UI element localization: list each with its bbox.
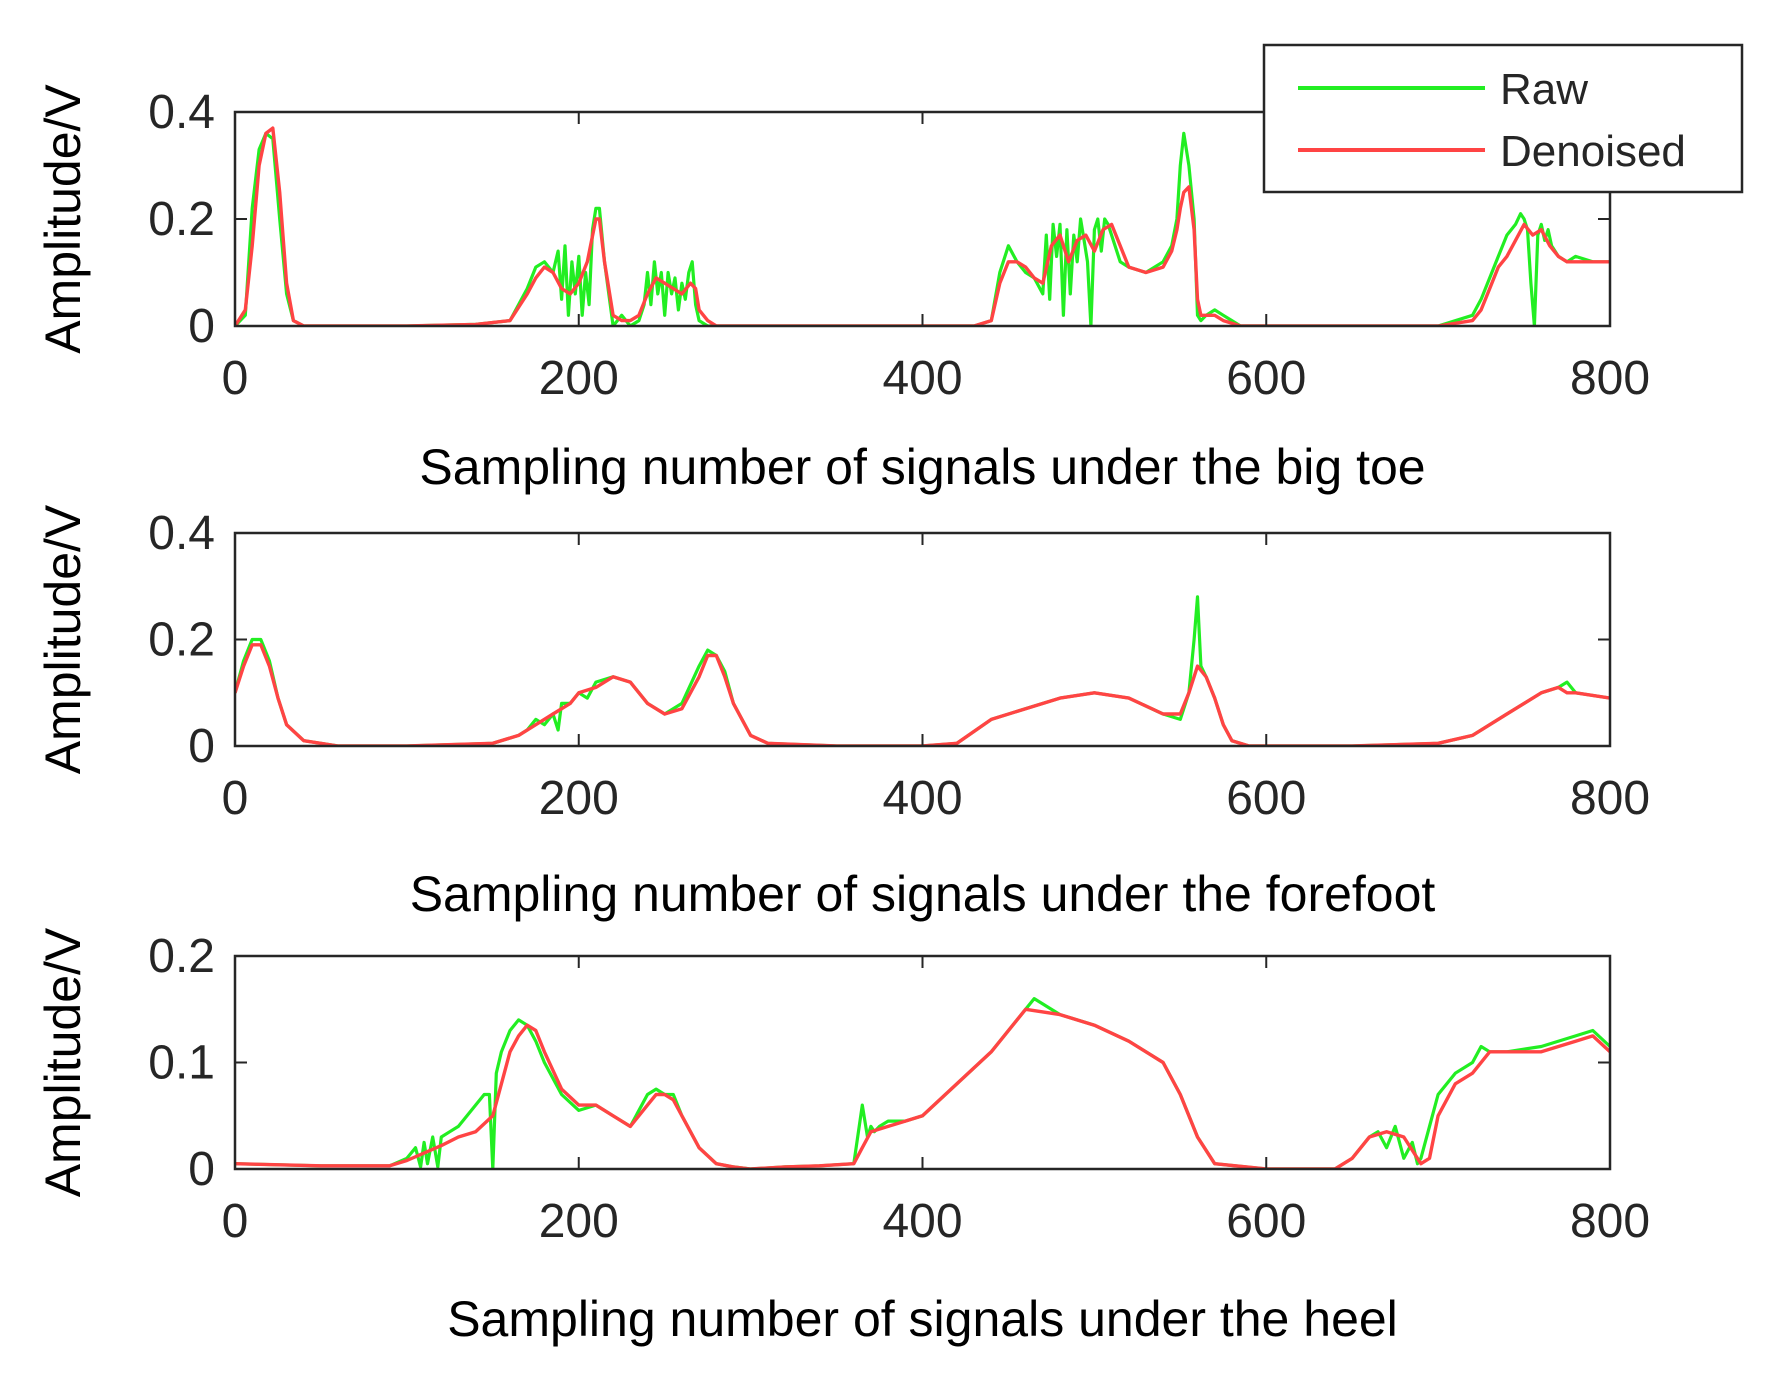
y-tick-label: 0 bbox=[188, 300, 215, 353]
y-tick-label: 0 bbox=[188, 720, 215, 773]
y-tick-label: 0.2 bbox=[148, 193, 215, 246]
y-axis-label: Amplitude/V bbox=[35, 84, 91, 354]
x-tick-label: 0 bbox=[222, 352, 249, 405]
x-axis-label: Sampling number of signals under the hee… bbox=[447, 1291, 1398, 1347]
x-tick-label: 200 bbox=[539, 772, 619, 825]
x-axis-label: Sampling number of signals under the big… bbox=[419, 439, 1425, 495]
x-axis-label: Sampling number of signals under the for… bbox=[410, 866, 1436, 922]
legend-raw-label: Raw bbox=[1500, 65, 1588, 114]
x-tick-label: 0 bbox=[222, 772, 249, 825]
y-axis-label: Amplitude/V bbox=[35, 504, 91, 774]
y-tick-label: 0.4 bbox=[148, 507, 215, 560]
x-tick-label: 600 bbox=[1226, 352, 1306, 405]
legend-box bbox=[1262, 43, 1744, 194]
x-tick-label: 200 bbox=[539, 1195, 619, 1248]
x-tick-label: 600 bbox=[1226, 772, 1306, 825]
x-tick-label: 400 bbox=[882, 1195, 962, 1248]
series-line-denoised bbox=[235, 126, 1610, 326]
x-tick-label: 800 bbox=[1570, 352, 1650, 405]
y-tick-label: 0.2 bbox=[148, 930, 215, 983]
series-group bbox=[235, 996, 1610, 1169]
x-tick-label: 800 bbox=[1570, 1195, 1650, 1248]
y-tick-label: 0.2 bbox=[148, 614, 215, 667]
legend-denoised-label: Denoised bbox=[1500, 127, 1686, 176]
x-tick-label: 800 bbox=[1570, 772, 1650, 825]
x-tick-label: 400 bbox=[882, 772, 962, 825]
series-line-denoised bbox=[235, 1007, 1610, 1169]
y-tick-label: 0.4 bbox=[148, 86, 215, 139]
x-tick-label: 400 bbox=[882, 352, 962, 405]
x-tick-label: 600 bbox=[1226, 1195, 1306, 1248]
y-tick-label: 0.1 bbox=[148, 1037, 215, 1090]
x-tick-label: 0 bbox=[222, 1195, 249, 1248]
x-tick-label: 200 bbox=[539, 352, 619, 405]
y-tick-label: 0 bbox=[188, 1143, 215, 1196]
series-group bbox=[235, 126, 1610, 326]
legend: Raw Denoised bbox=[1262, 43, 1744, 194]
y-axis-label: Amplitude/V bbox=[35, 927, 91, 1197]
